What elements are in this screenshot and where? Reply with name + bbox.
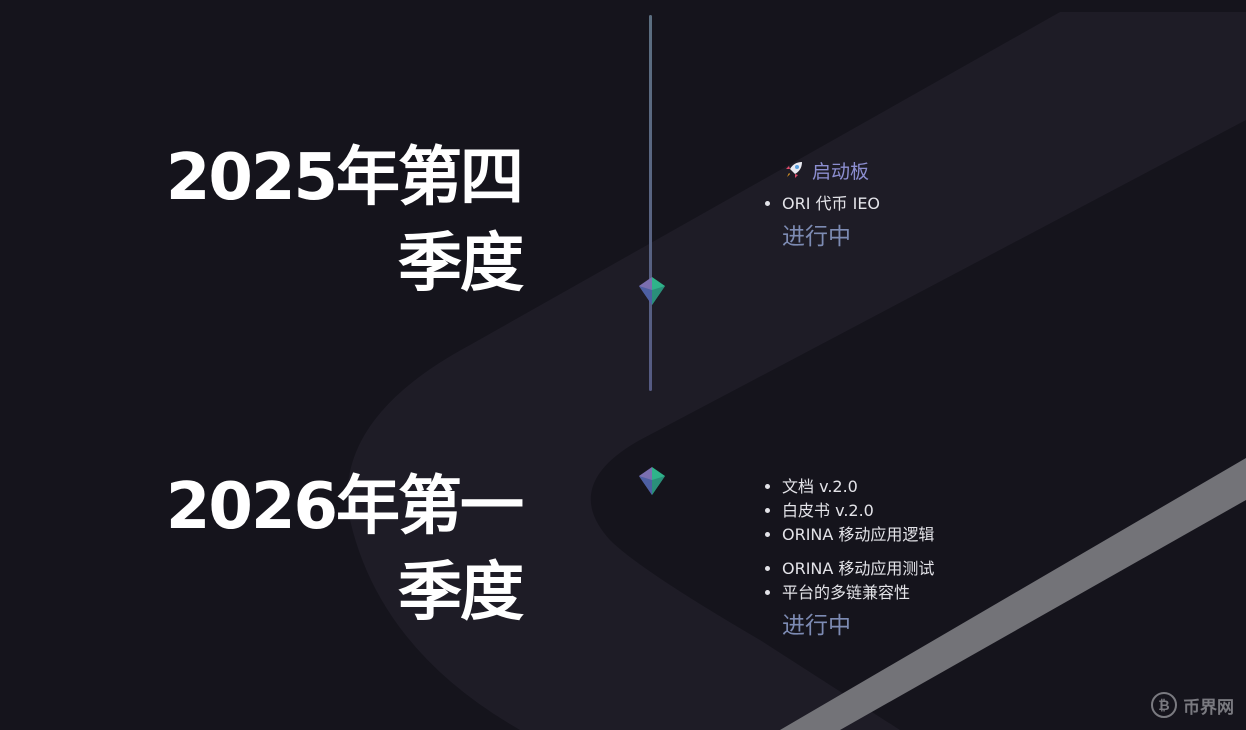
status-label: 进行中 (782, 224, 851, 250)
quarter-title: 2026年第一 季度 (102, 464, 524, 636)
list-item: ORINA 移动应用测试 (782, 557, 934, 581)
quarter-panel: 文档 v.2.0 白皮书 v.2.0 ORINA 移动应用逻辑 ORINA 移动… (764, 475, 934, 641)
watermark-text: 币界网 (1183, 697, 1234, 718)
bitcoin-circle-icon: ₿ (1151, 692, 1177, 718)
heading-label: 启动板 (812, 160, 870, 183)
list-item: 平台的多链兼容性 (782, 581, 934, 605)
quarter-title-line2: 季度 (398, 556, 524, 630)
quarter-title-line1: 2026年第一 (165, 470, 524, 544)
timeline-line (649, 15, 652, 391)
quarter-panel: 启动板 ORI 代币 IEO 进行中 (764, 156, 880, 252)
milestone-list: ORI 代币 IEO (764, 192, 880, 216)
list-spacer (764, 547, 934, 557)
milestone-list: ORINA 移动应用测试 平台的多链兼容性 (764, 557, 934, 605)
list-item: 白皮书 v.2.0 (782, 499, 934, 523)
status-label: 进行中 (782, 613, 851, 639)
rocket-icon (784, 160, 804, 180)
quarter-title-line1: 2025年第四 (165, 141, 524, 215)
list-item: ORI 代币 IEO (782, 192, 880, 216)
quarter-title-line2: 季度 (398, 227, 524, 301)
watermark: ₿ 币界网 (1151, 692, 1234, 718)
quarter-title: 2025年第四 季度 (102, 135, 524, 307)
milestone-list: 文档 v.2.0 白皮书 v.2.0 ORINA 移动应用逻辑 (764, 475, 934, 547)
gem-icon (637, 276, 667, 306)
gem-icon (637, 466, 667, 496)
list-item: ORINA 移动应用逻辑 (782, 523, 934, 547)
launchpad-heading: 启动板 (784, 156, 880, 184)
list-item: 文档 v.2.0 (782, 475, 934, 499)
